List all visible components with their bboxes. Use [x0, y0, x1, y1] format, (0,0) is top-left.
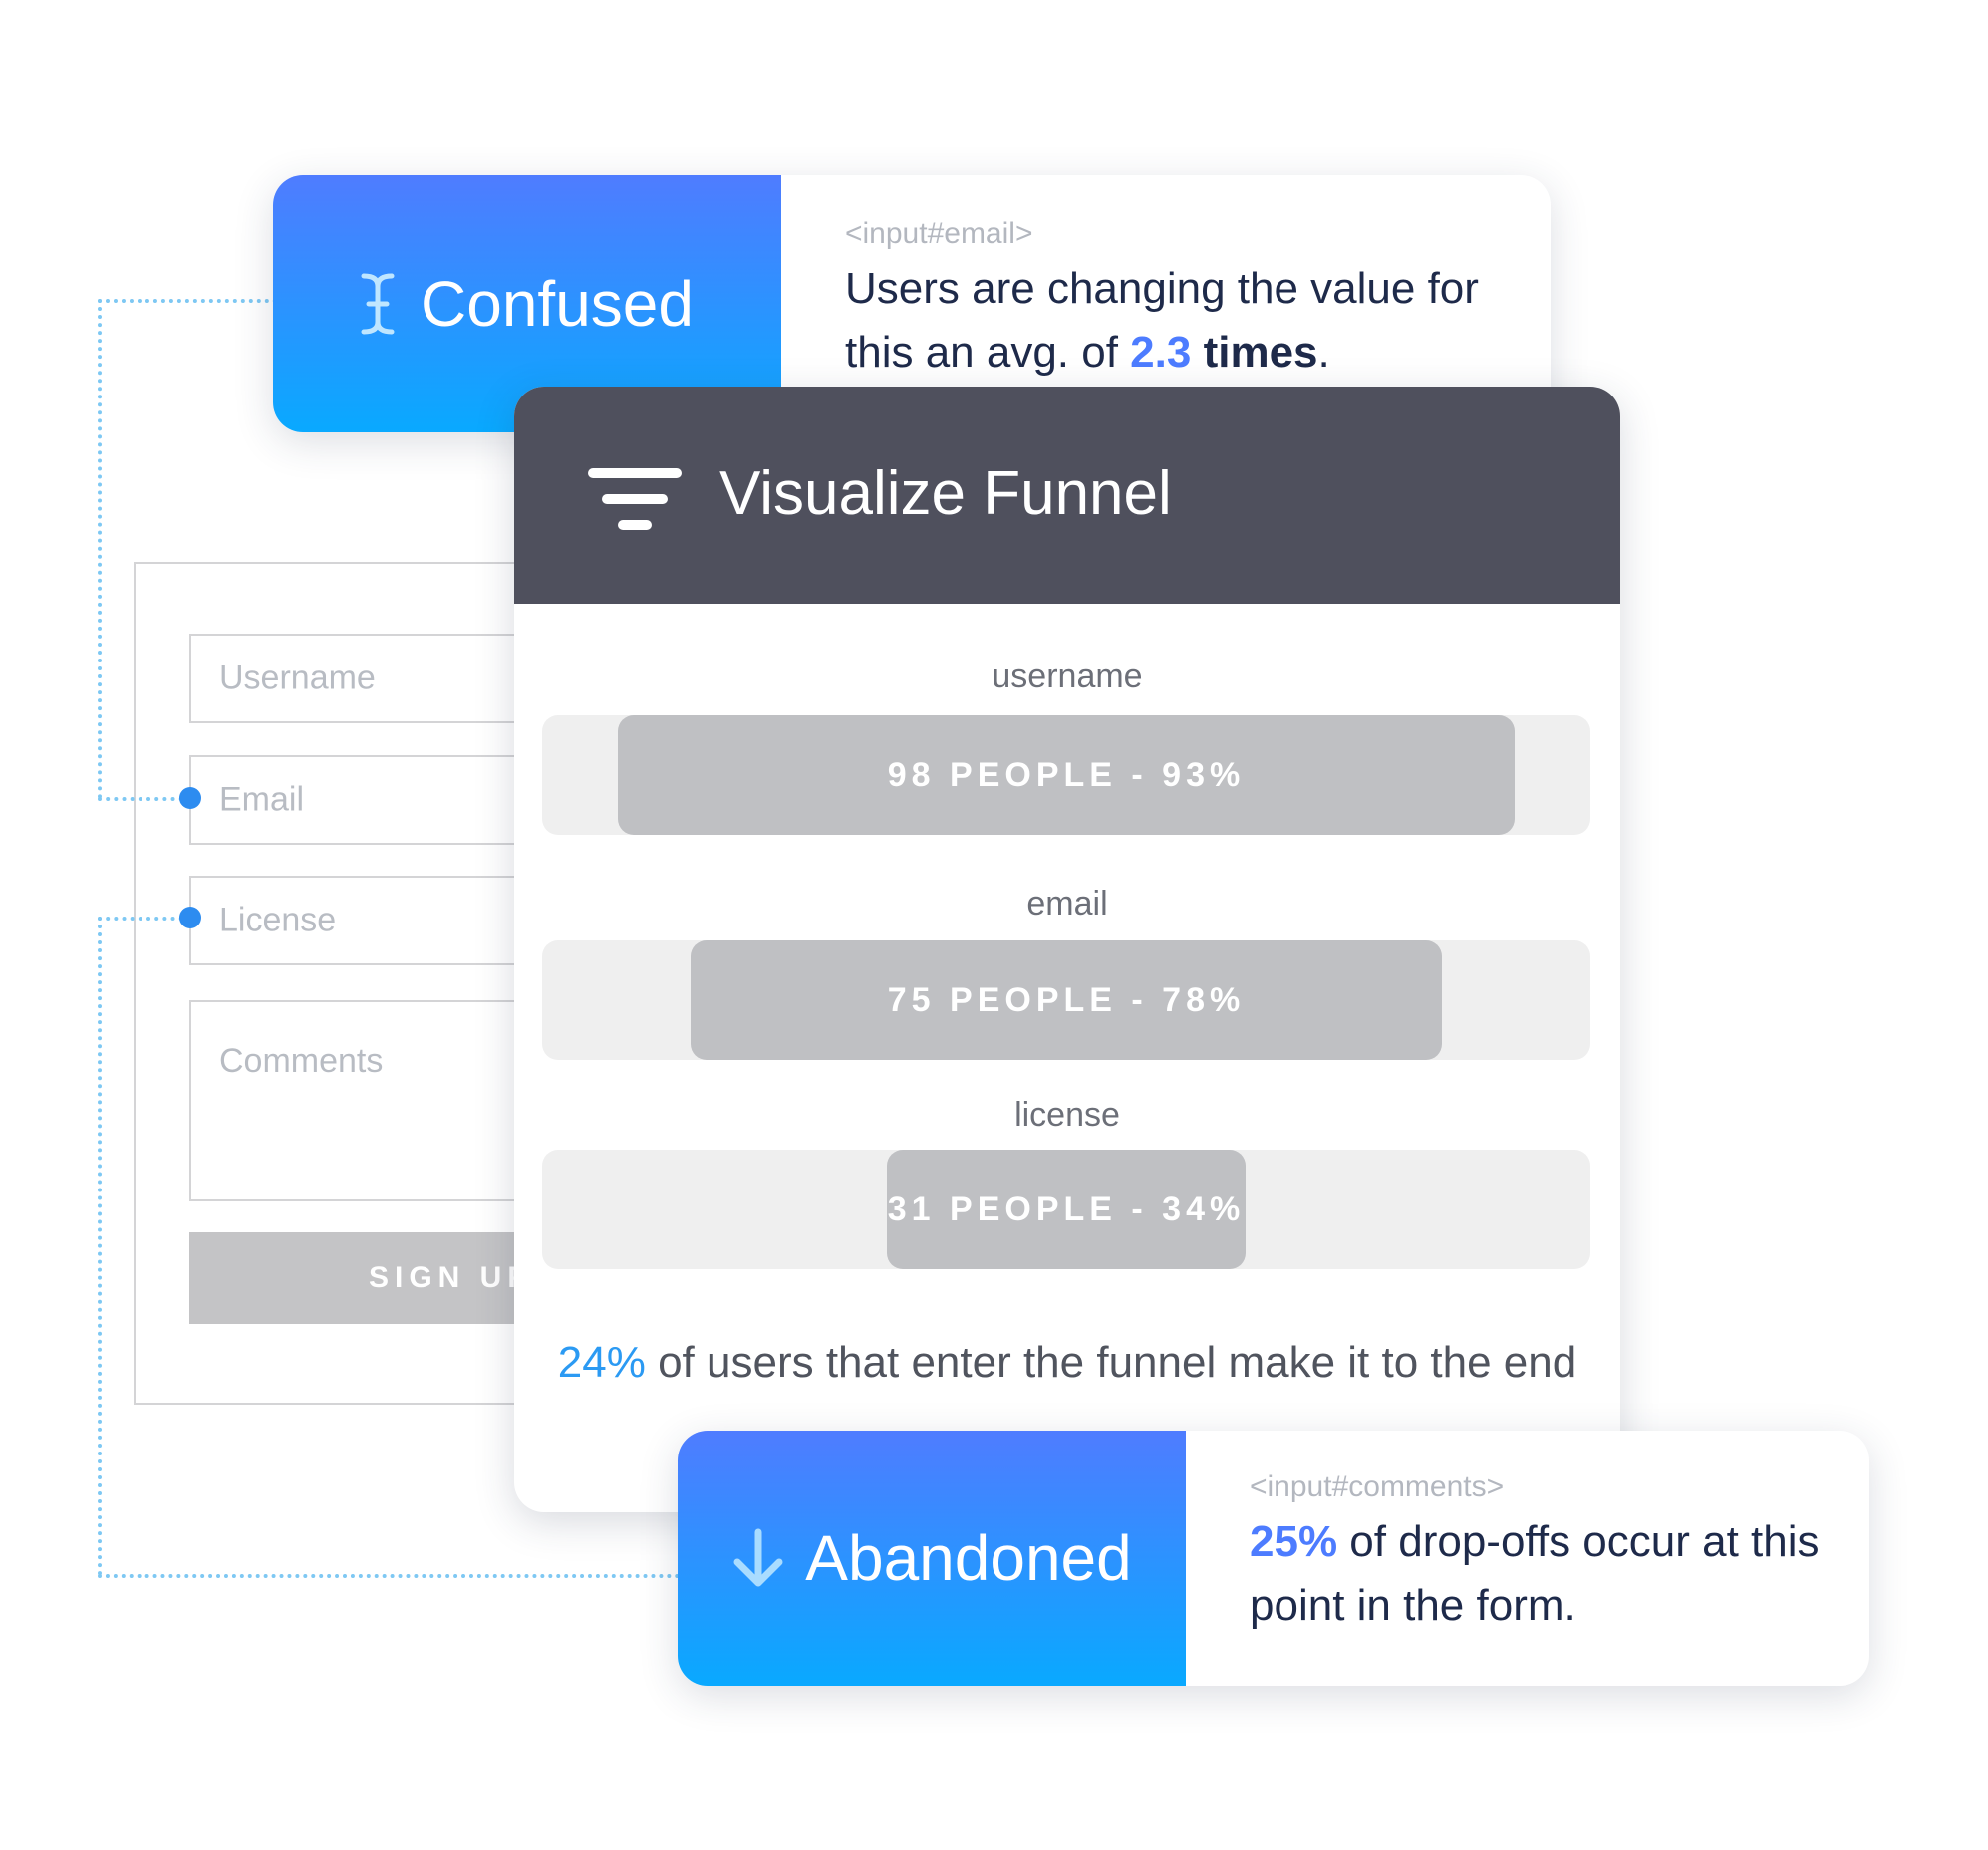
- funnel-bar: 31 PEOPLE - 34%: [887, 1150, 1246, 1269]
- funnel-summary: 24% of users that enter the funnel make …: [514, 1331, 1620, 1395]
- funnel-track: 98 PEOPLE - 93%: [542, 715, 1590, 835]
- confused-details: <input#email> Users are changing the val…: [845, 217, 1511, 385]
- funnel-row-label: username: [992, 658, 1143, 695]
- confused-text: Users are changing the value for this an…: [845, 264, 1479, 377]
- abandoned-text: of drop-offs occur at this point in the …: [1250, 1517, 1820, 1630]
- funnel-title: Visualize Funnel: [719, 459, 1172, 528]
- funnel-bar-label: 31 PEOPLE - 34%: [887, 1189, 1246, 1228]
- abandoned-label: Abandoned: [805, 1522, 1132, 1594]
- funnel-summary-percent: 24%: [557, 1338, 646, 1387]
- funnel-icon: [588, 468, 682, 530]
- funnel-row-label: license: [1014, 1096, 1120, 1134]
- funnel-track: 31 PEOPLE - 34%: [542, 1150, 1590, 1269]
- abandoned-details: <input#comments> 25% of drop-offs occur …: [1250, 1470, 1830, 1638]
- funnel-header: Visualize Funnel: [514, 387, 1620, 604]
- confused-highlight: 2.3: [1130, 328, 1192, 377]
- text-cursor-icon: [361, 273, 395, 335]
- license-connector-node: [179, 907, 201, 928]
- funnel-bar: 98 PEOPLE - 93%: [617, 715, 1516, 835]
- confused-selector: <input#email>: [845, 217, 1033, 250]
- connector-line: [98, 299, 102, 799]
- connector-line: [98, 1574, 680, 1578]
- abandoned-badge: Abandoned: [678, 1431, 1186, 1686]
- abandoned-selector: <input#comments>: [1250, 1470, 1505, 1503]
- connector-line: [98, 917, 102, 1576]
- arrow-down-icon: [733, 1528, 783, 1587]
- funnel-bar: 75 PEOPLE - 78%: [690, 940, 1443, 1060]
- funnel-row-label: email: [1026, 885, 1108, 923]
- funnel-panel: Visualize Funnel username 98 PEOPLE - 93…: [514, 387, 1620, 1512]
- confused-punct: .: [1317, 328, 1330, 377]
- connector-line: [98, 299, 277, 303]
- funnel-bar-label: 75 PEOPLE - 78%: [887, 980, 1246, 1019]
- signup-button-label: SIGN UP: [369, 1261, 534, 1294]
- comments-placeholder: Comments: [219, 1042, 384, 1080]
- license-placeholder: License: [219, 901, 337, 939]
- username-placeholder: Username: [219, 659, 376, 697]
- confused-label: Confused: [421, 268, 694, 340]
- connector-line: [98, 917, 191, 921]
- email-placeholder: Email: [219, 780, 305, 819]
- confused-description: Users are changing the value for this an…: [845, 257, 1511, 385]
- connector-line: [98, 797, 191, 801]
- funnel-bar-label: 98 PEOPLE - 93%: [887, 755, 1246, 794]
- funnel-track: 75 PEOPLE - 78%: [542, 940, 1590, 1060]
- email-connector-node: [179, 787, 201, 809]
- abandoned-highlight: 25%: [1250, 1517, 1338, 1566]
- confused-bold: times: [1203, 328, 1318, 377]
- abandoned-description: 25% of drop-offs occur at this point in …: [1250, 1510, 1830, 1638]
- funnel-summary-text: of users that enter the funnel make it t…: [645, 1338, 1577, 1387]
- abandoned-card: Abandoned <input#comments> 25% of drop-o…: [678, 1431, 1869, 1686]
- confused-card: Confused <input#email> Users are changin…: [273, 175, 1551, 432]
